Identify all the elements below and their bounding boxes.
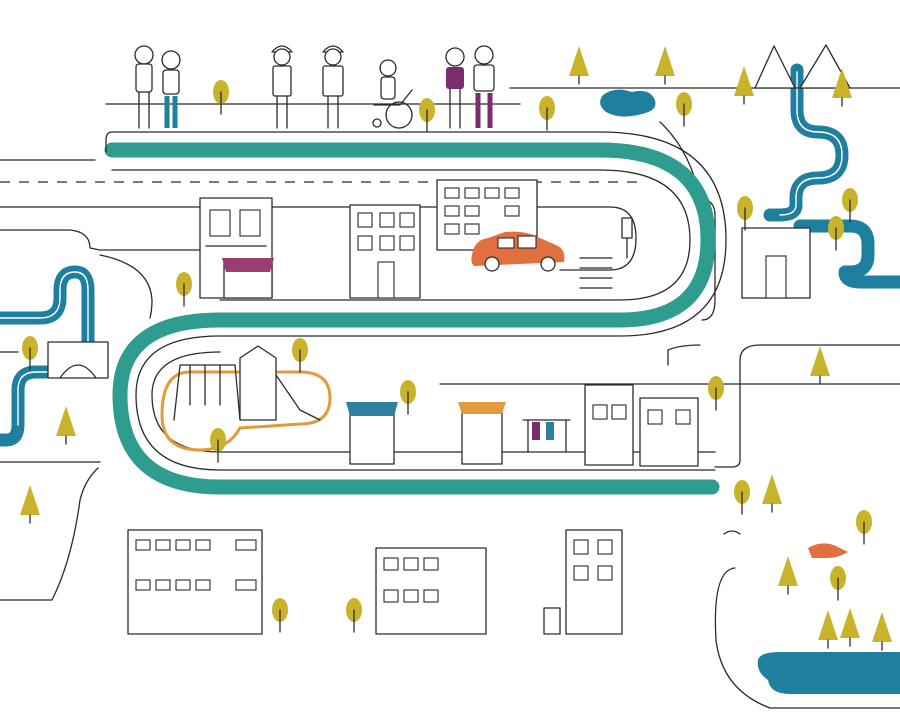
apartment-building-icon [127,529,263,635]
bridge-icon [47,341,109,379]
tree-icon [176,272,192,307]
lower-road-line [0,206,637,271]
wheelchair-icon [372,59,413,129]
shop-icon [199,197,274,299]
pine-tree-icon [569,46,589,85]
tree-icon [400,380,416,415]
traffic-light-icon [621,217,633,259]
apartment-building-icon [565,529,623,635]
pine-tree-icon [818,610,838,649]
person-1-icon [134,45,154,129]
pine-tree-icon [840,608,860,647]
tree-icon [419,98,435,133]
tree-icon [22,336,38,371]
pine-tree-icon [20,485,40,524]
worker-1-icon [271,45,293,129]
recycling-bin-icon [543,607,561,635]
mountain-icon [754,44,851,89]
market-stall-icon [458,402,506,465]
crosswalk-icon [579,257,613,289]
tree-icon [737,196,753,231]
apartment-building-icon [375,547,487,635]
pine-tree-icon [56,406,76,445]
tree-icon [676,92,692,127]
swing-set-icon [173,364,241,421]
tree-icon [210,428,226,463]
tree-icon [292,338,308,373]
pine-tree-icon [734,66,754,105]
tree-icon [272,598,288,633]
tree-icon [830,566,846,601]
trees [20,46,892,651]
greenhouse-icon [741,227,811,299]
pine-tree-icon [832,68,852,107]
tree-icon [842,188,858,223]
market-stall-icon [346,402,398,465]
elder-icon [473,45,495,128]
pond-icon [600,89,656,117]
pine-tree-icon [872,612,892,651]
tree-icon [828,216,844,251]
tree-icon [213,80,229,115]
house-icon [639,397,699,467]
lake-icon [757,652,900,694]
pine-tree-icon [762,474,782,513]
car-icon [471,231,565,272]
river-right-icon [763,63,900,289]
main-road [104,142,720,495]
worker-2-icon [322,45,344,129]
pine-tree-icon [655,46,675,85]
tree-icon [734,480,750,515]
pine-tree-icon [778,556,798,595]
person-2-icon [161,50,181,128]
tree-icon [856,510,872,545]
house-icon [584,384,634,466]
rabbit-icon [723,530,741,535]
people-group-icon [134,45,495,129]
pine-tree-icon [810,346,830,385]
apartment-building-icon [349,204,421,299]
person-3-icon [445,47,465,129]
fox-icon [808,543,848,558]
clothes-rack-icon [522,419,571,453]
tree-icon [539,96,555,131]
slide-icon [239,345,321,421]
tree-icon [346,598,362,633]
tree-icon [708,376,724,411]
